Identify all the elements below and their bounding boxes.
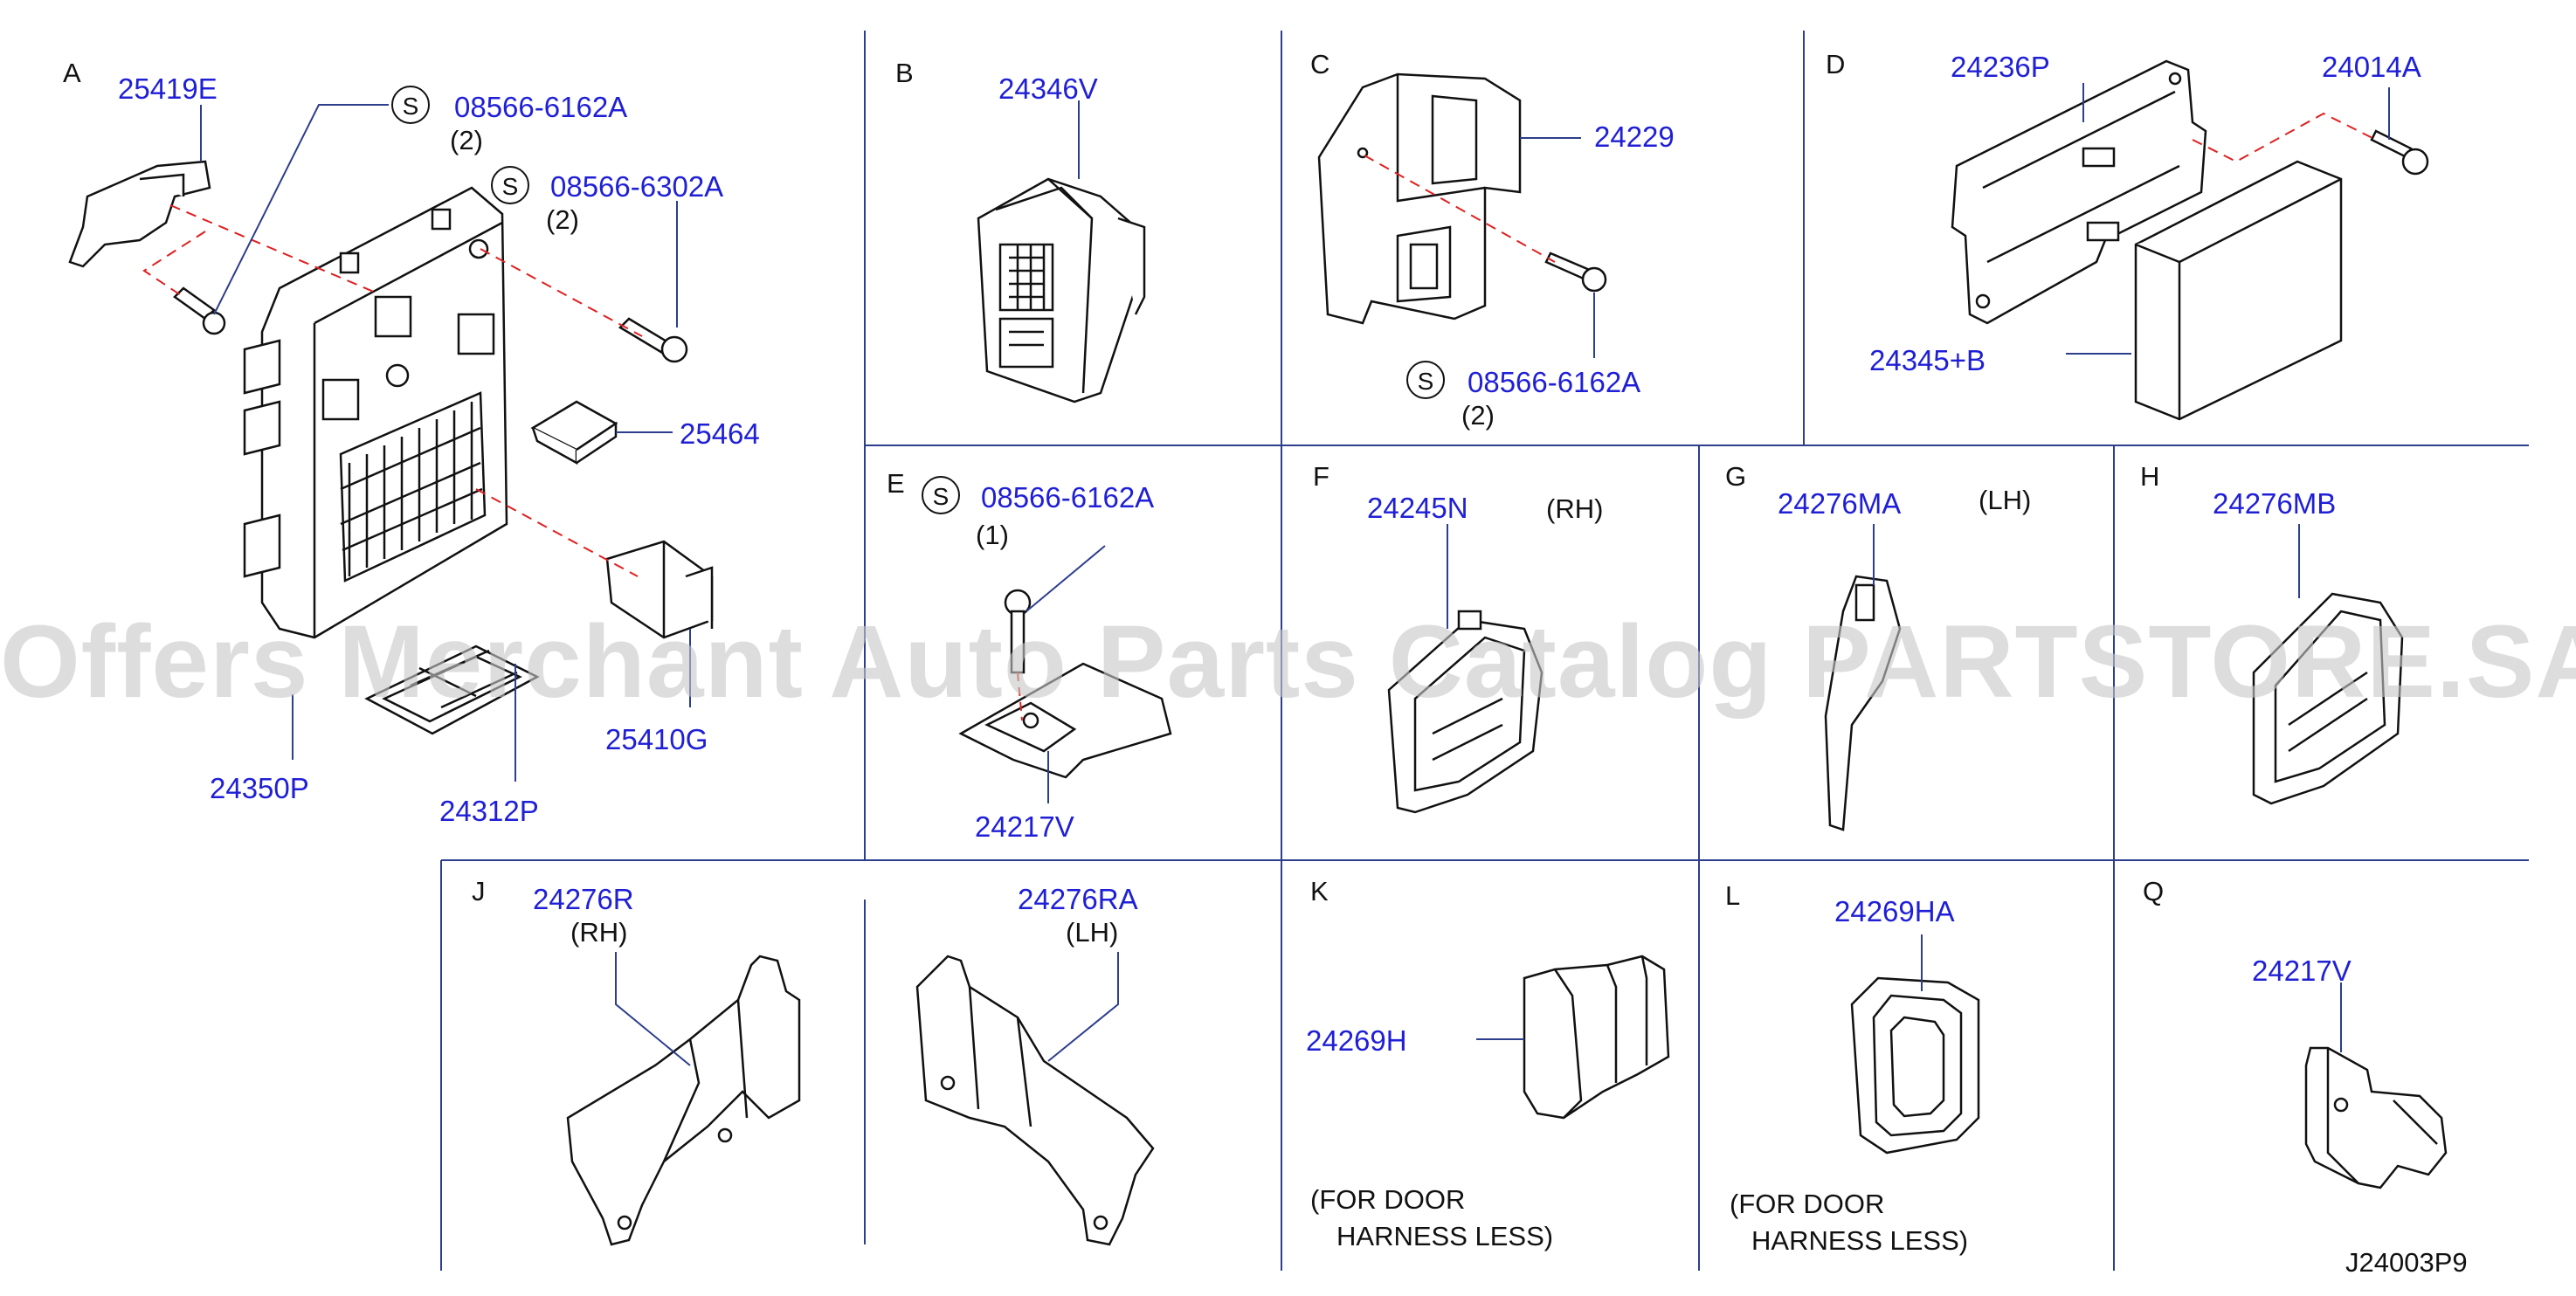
part-number-24229[interactable]: 24229 [1594, 121, 1675, 153]
part-number-24276R[interactable]: 24276R [533, 883, 634, 915]
bracket-24276R-drawing [566, 955, 801, 1246]
quantity-a1: (2) [450, 125, 483, 155]
part-number-25410G[interactable]: 25410G [605, 723, 708, 755]
part-number-08566-6162A-c[interactable]: 08566-6162A [1468, 366, 1641, 398]
side-lh-g: (LH) [1979, 485, 2032, 515]
screw-s-icon: S [1406, 361, 1445, 399]
note-l-line2: HARNESS LESS) [1751, 1225, 1969, 1256]
connector-housing-drawing [977, 177, 1146, 403]
section-letter-e: E [887, 468, 905, 499]
section-letter-h: H [2140, 461, 2160, 492]
d-screw-drawing [2370, 129, 2429, 176]
bracket-24276MB-drawing [2252, 592, 2404, 805]
section-letter-c: C [1310, 49, 1330, 79]
part-number-24269H[interactable]: 24269H [1306, 1024, 1407, 1057]
a-dashed-lines [142, 204, 643, 577]
e-dashed-lines [1017, 672, 1023, 721]
j-leader-lines [615, 952, 1119, 1066]
relay-cover-drawing [364, 645, 540, 735]
side-rh-f: (RH) [1546, 493, 1604, 524]
e-leader-lines [1026, 545, 1106, 803]
diagram-code: J24003P9 [2345, 1247, 2468, 1278]
part-number-24217V-e[interactable]: 24217V [975, 810, 1074, 843]
note-k-line1: (FOR DOOR [1310, 1184, 1466, 1215]
screw-s-icon: S [491, 166, 529, 204]
controller-box-drawing [2134, 160, 2343, 421]
screw-s-icon: S [391, 86, 430, 124]
part-number-24217V-q[interactable]: 24217V [2252, 955, 2352, 987]
part-number-24276MB[interactable]: 24276MB [2213, 487, 2337, 520]
bracket-24229-drawing [1317, 72, 1522, 325]
part-number-24245N[interactable]: 24245N [1367, 492, 1468, 524]
section-letter-q: Q [2143, 876, 2165, 907]
part-number-24345B[interactable]: 24345+B [1869, 344, 1986, 376]
c-leader-lines [1520, 137, 1595, 358]
quantity-c: (2) [1461, 400, 1495, 431]
bracket-24276MA-drawing [1824, 575, 1902, 831]
quantity-a2: (2) [546, 204, 579, 235]
watermark: Offers Merchant Auto Parts Catalog PARTS… [0, 604, 2576, 720]
connector-drawing [605, 540, 714, 639]
d-leader-lines [2066, 83, 2390, 355]
screw-s-icon: S [922, 476, 960, 514]
part-number-08566-6162A-e[interactable]: 08566-6162A [981, 481, 1155, 514]
bracket-24245N-drawing [1387, 610, 1544, 814]
section-grid [440, 31, 2529, 1271]
c-dashed-lines [1364, 155, 1556, 263]
section-letter-k: K [1310, 876, 1329, 907]
part-number-24014A[interactable]: 24014A [2322, 51, 2421, 83]
section-letter-d: D [1826, 49, 1846, 79]
part-number-25419E[interactable]: 25419E [118, 72, 218, 105]
quantity-e: (1) [976, 520, 1009, 550]
screw-symbol-a2: S [491, 166, 529, 204]
section-letter-a: A [63, 58, 81, 88]
screw-symbol-a1: S [391, 86, 430, 124]
screw-symbol-c: S [1406, 361, 1445, 399]
section-letter-g: G [1725, 461, 1747, 492]
part-number-24276MA[interactable]: 24276MA [1778, 487, 1902, 520]
section-letter-l: L [1725, 880, 1741, 911]
relay-box-bracket-drawing [68, 160, 211, 268]
fuse-block-body-drawing [243, 186, 508, 639]
part-number-08566-6162A-a[interactable]: 08566-6162A [454, 91, 628, 123]
side-rh-j: (RH) [570, 917, 628, 948]
clip-24217V-drawing [958, 662, 1172, 779]
note-l-line1: (FOR DOOR [1730, 1189, 1885, 1219]
section-letter-j: J [472, 876, 486, 907]
screw-symbol-e: S [922, 476, 960, 514]
clip-24217V-q-drawing [2304, 1046, 2448, 1189]
bracket-24276RA-drawing [915, 955, 1155, 1246]
grommet-24269HA-drawing [1850, 976, 1980, 1155]
c-screw-drawing [1544, 252, 1607, 293]
section-letter-f: F [1313, 461, 1329, 492]
section-letter-b: B [895, 58, 914, 88]
part-number-08566-6302A[interactable]: 08566-6302A [550, 170, 724, 203]
grommet-24269H-drawing [1523, 955, 1670, 1120]
side-lh-j: (LH) [1066, 917, 1119, 948]
screw-drawing [173, 286, 688, 363]
a-leader-lines [200, 104, 691, 782]
part-number-25464[interactable]: 25464 [680, 417, 760, 450]
part-number-24346V[interactable]: 24346V [998, 72, 1098, 105]
part-number-24269HA[interactable]: 24269HA [1834, 895, 1955, 927]
part-number-24350P[interactable]: 24350P [210, 772, 309, 804]
part-number-24276RA[interactable]: 24276RA [1018, 883, 1138, 915]
part-number-24312P[interactable]: 24312P [439, 795, 539, 827]
note-k-line2: HARNESS LESS) [1336, 1221, 1554, 1251]
fuse-drawing [530, 400, 618, 465]
d-dashed-lines [2192, 112, 2377, 163]
part-number-24236P[interactable]: 24236P [1951, 51, 2050, 83]
bracket-24236P-drawing [1951, 59, 2207, 325]
